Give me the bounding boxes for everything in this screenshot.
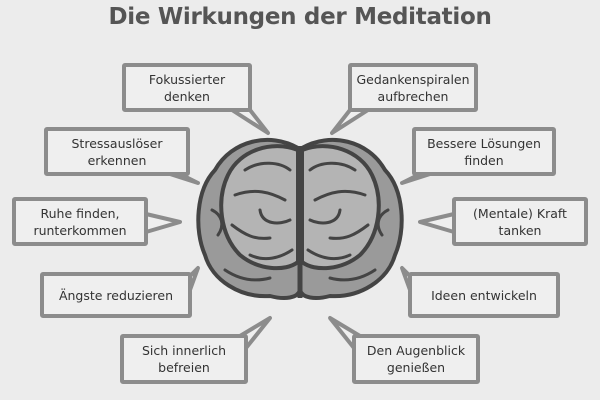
effect-bubble-strength: (Mentale) Kraft tanken [452,197,588,246]
page-title: Die Wirkungen der Meditation [108,4,492,30]
effect-bubble-anxiety: Ängste reduzieren [40,272,192,318]
effect-bubble-stress: Stressauslöser erkennen [44,127,190,176]
effect-bubble-freedom: Sich innerlich befreien [120,334,248,384]
effect-bubble-moment: Den Augenblick genießen [352,334,480,384]
effect-bubble-focus: Fokussierter denken [122,63,252,112]
effect-bubble-solutions: Bessere Lösungen finden [412,127,556,176]
effect-bubble-thought-spirals: Gedankenspiralen aufbrechen [348,63,478,112]
effect-bubble-calm: Ruhe finden, runterkommen [12,197,148,246]
effect-bubble-ideas: Ideen entwickeln [408,272,560,318]
